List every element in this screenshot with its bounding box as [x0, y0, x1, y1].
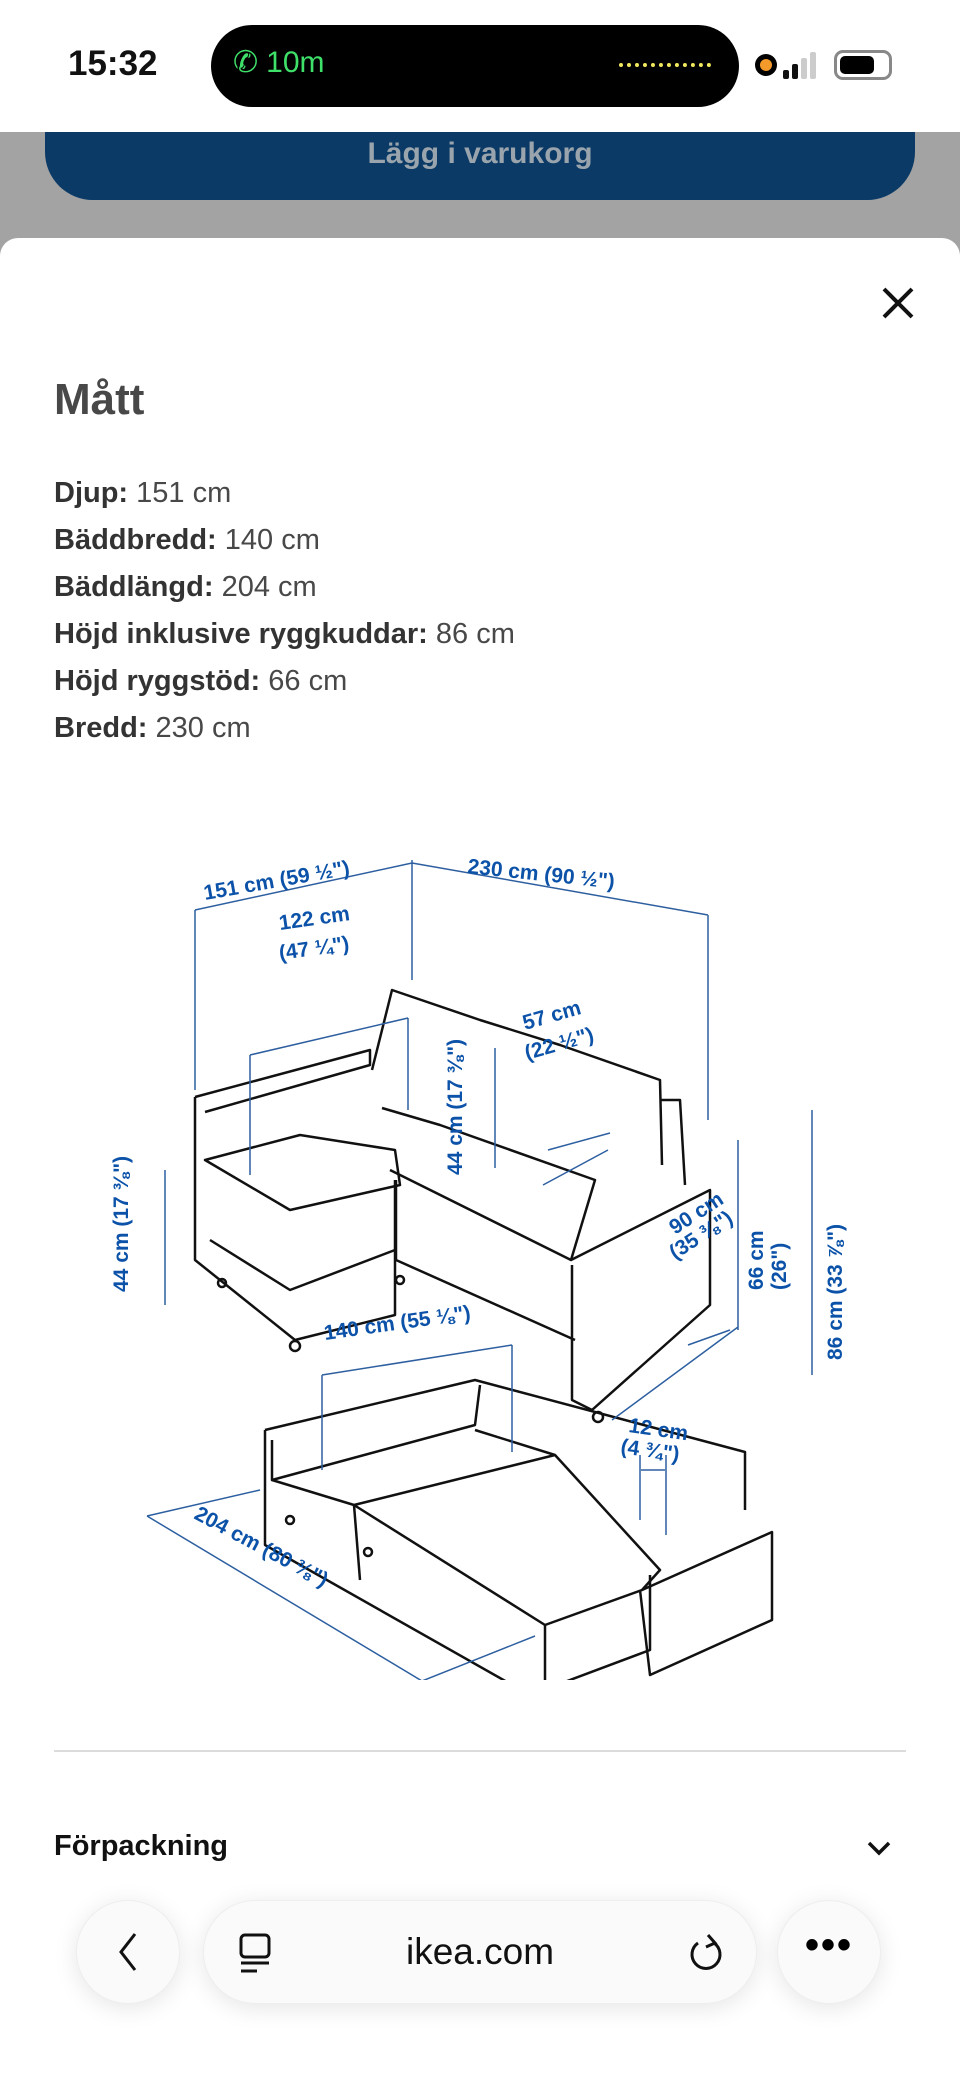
dimension-diagram: 151 cm (59 ½") 230 cm (90 ½") 122 cm (47…: [110, 855, 847, 1680]
battery-icon: [834, 50, 892, 80]
spec-depth: Djup: 151 cm: [54, 477, 232, 509]
label-chaise-2: (47 ¼"): [277, 932, 350, 965]
call-duration: 10m: [266, 45, 325, 79]
reader-tabs-icon[interactable]: [237, 1933, 273, 1975]
label-back-cushion: 44 cm (17 ⅜"): [444, 1039, 467, 1175]
add-to-cart-label: Lägg i varukorg: [367, 137, 593, 170]
spec-width: Bredd: 230 cm: [54, 712, 251, 744]
dimensions-sheet: [0, 238, 960, 2081]
label-chaise-1: 122 cm: [277, 902, 351, 935]
signal-icon: [783, 51, 816, 79]
packaging-section-toggle[interactable]: Förpackning: [54, 1830, 229, 1862]
system-icons: [755, 50, 892, 80]
sofa-drawing: [193, 988, 712, 1424]
label-back-height-2: (26"): [768, 1243, 791, 1290]
more-icon: •••: [804, 1922, 853, 1967]
sofa-bed-drawing: [263, 1378, 774, 1680]
label-bed-length: 204 cm (80 ⅜"): [191, 1502, 332, 1592]
mic-indicator-icon: [755, 54, 777, 76]
label-bed-width: 140 cm (55 ⅛"): [322, 1302, 471, 1345]
phone-icon: ✆: [233, 46, 259, 79]
dimension-labels: 151 cm (59 ½") 230 cm (90 ½") 122 cm (47…: [110, 855, 847, 1592]
url-text[interactable]: ikea.com: [405, 1931, 555, 1972]
address-bar[interactable]: ikea.com: [203, 1900, 757, 2004]
spec-backrest-height: Höjd ryggstöd: 66 cm: [54, 665, 348, 697]
dimension-lines: [146, 860, 813, 1680]
divider: [54, 1750, 906, 1752]
sheet-title: Mått: [54, 375, 145, 424]
label-back-height-1: 66 cm: [745, 1230, 768, 1290]
spec-bed-width: Bäddbredd: 140 cm: [54, 524, 320, 556]
status-bar: 15:32 ✆10m: [0, 0, 960, 132]
audio-wave-icon: [619, 63, 711, 67]
label-total-height: 86 cm (33 ⅞"): [824, 1224, 847, 1360]
reload-icon[interactable]: [686, 1931, 726, 1975]
label-depth: 151 cm (59 ½"): [202, 857, 351, 905]
label-width: 230 cm (90 ½"): [466, 855, 615, 893]
chevron-left-icon: [119, 1933, 137, 1971]
label-seat-height: 44 cm (17 ⅜"): [110, 1156, 133, 1292]
close-icon[interactable]: [878, 283, 918, 323]
dynamic-island[interactable]: ✆10m: [211, 25, 739, 107]
call-indicator: ✆10m: [233, 45, 325, 80]
back-button[interactable]: [76, 1900, 180, 2004]
add-to-cart-button[interactable]: Lägg i varukorg: [45, 132, 915, 200]
chevron-down-icon[interactable]: [865, 1838, 893, 1858]
more-button[interactable]: •••: [777, 1900, 881, 2004]
spec-list: Djup: 151 cm Bäddbredd: 140 cm Bäddlängd…: [54, 473, 515, 755]
clock: 15:32: [68, 44, 158, 83]
spec-height-cushions: Höjd inklusive ryggkuddar: 86 cm: [54, 618, 515, 650]
spec-bed-length: Bäddlängd: 204 cm: [54, 571, 317, 603]
